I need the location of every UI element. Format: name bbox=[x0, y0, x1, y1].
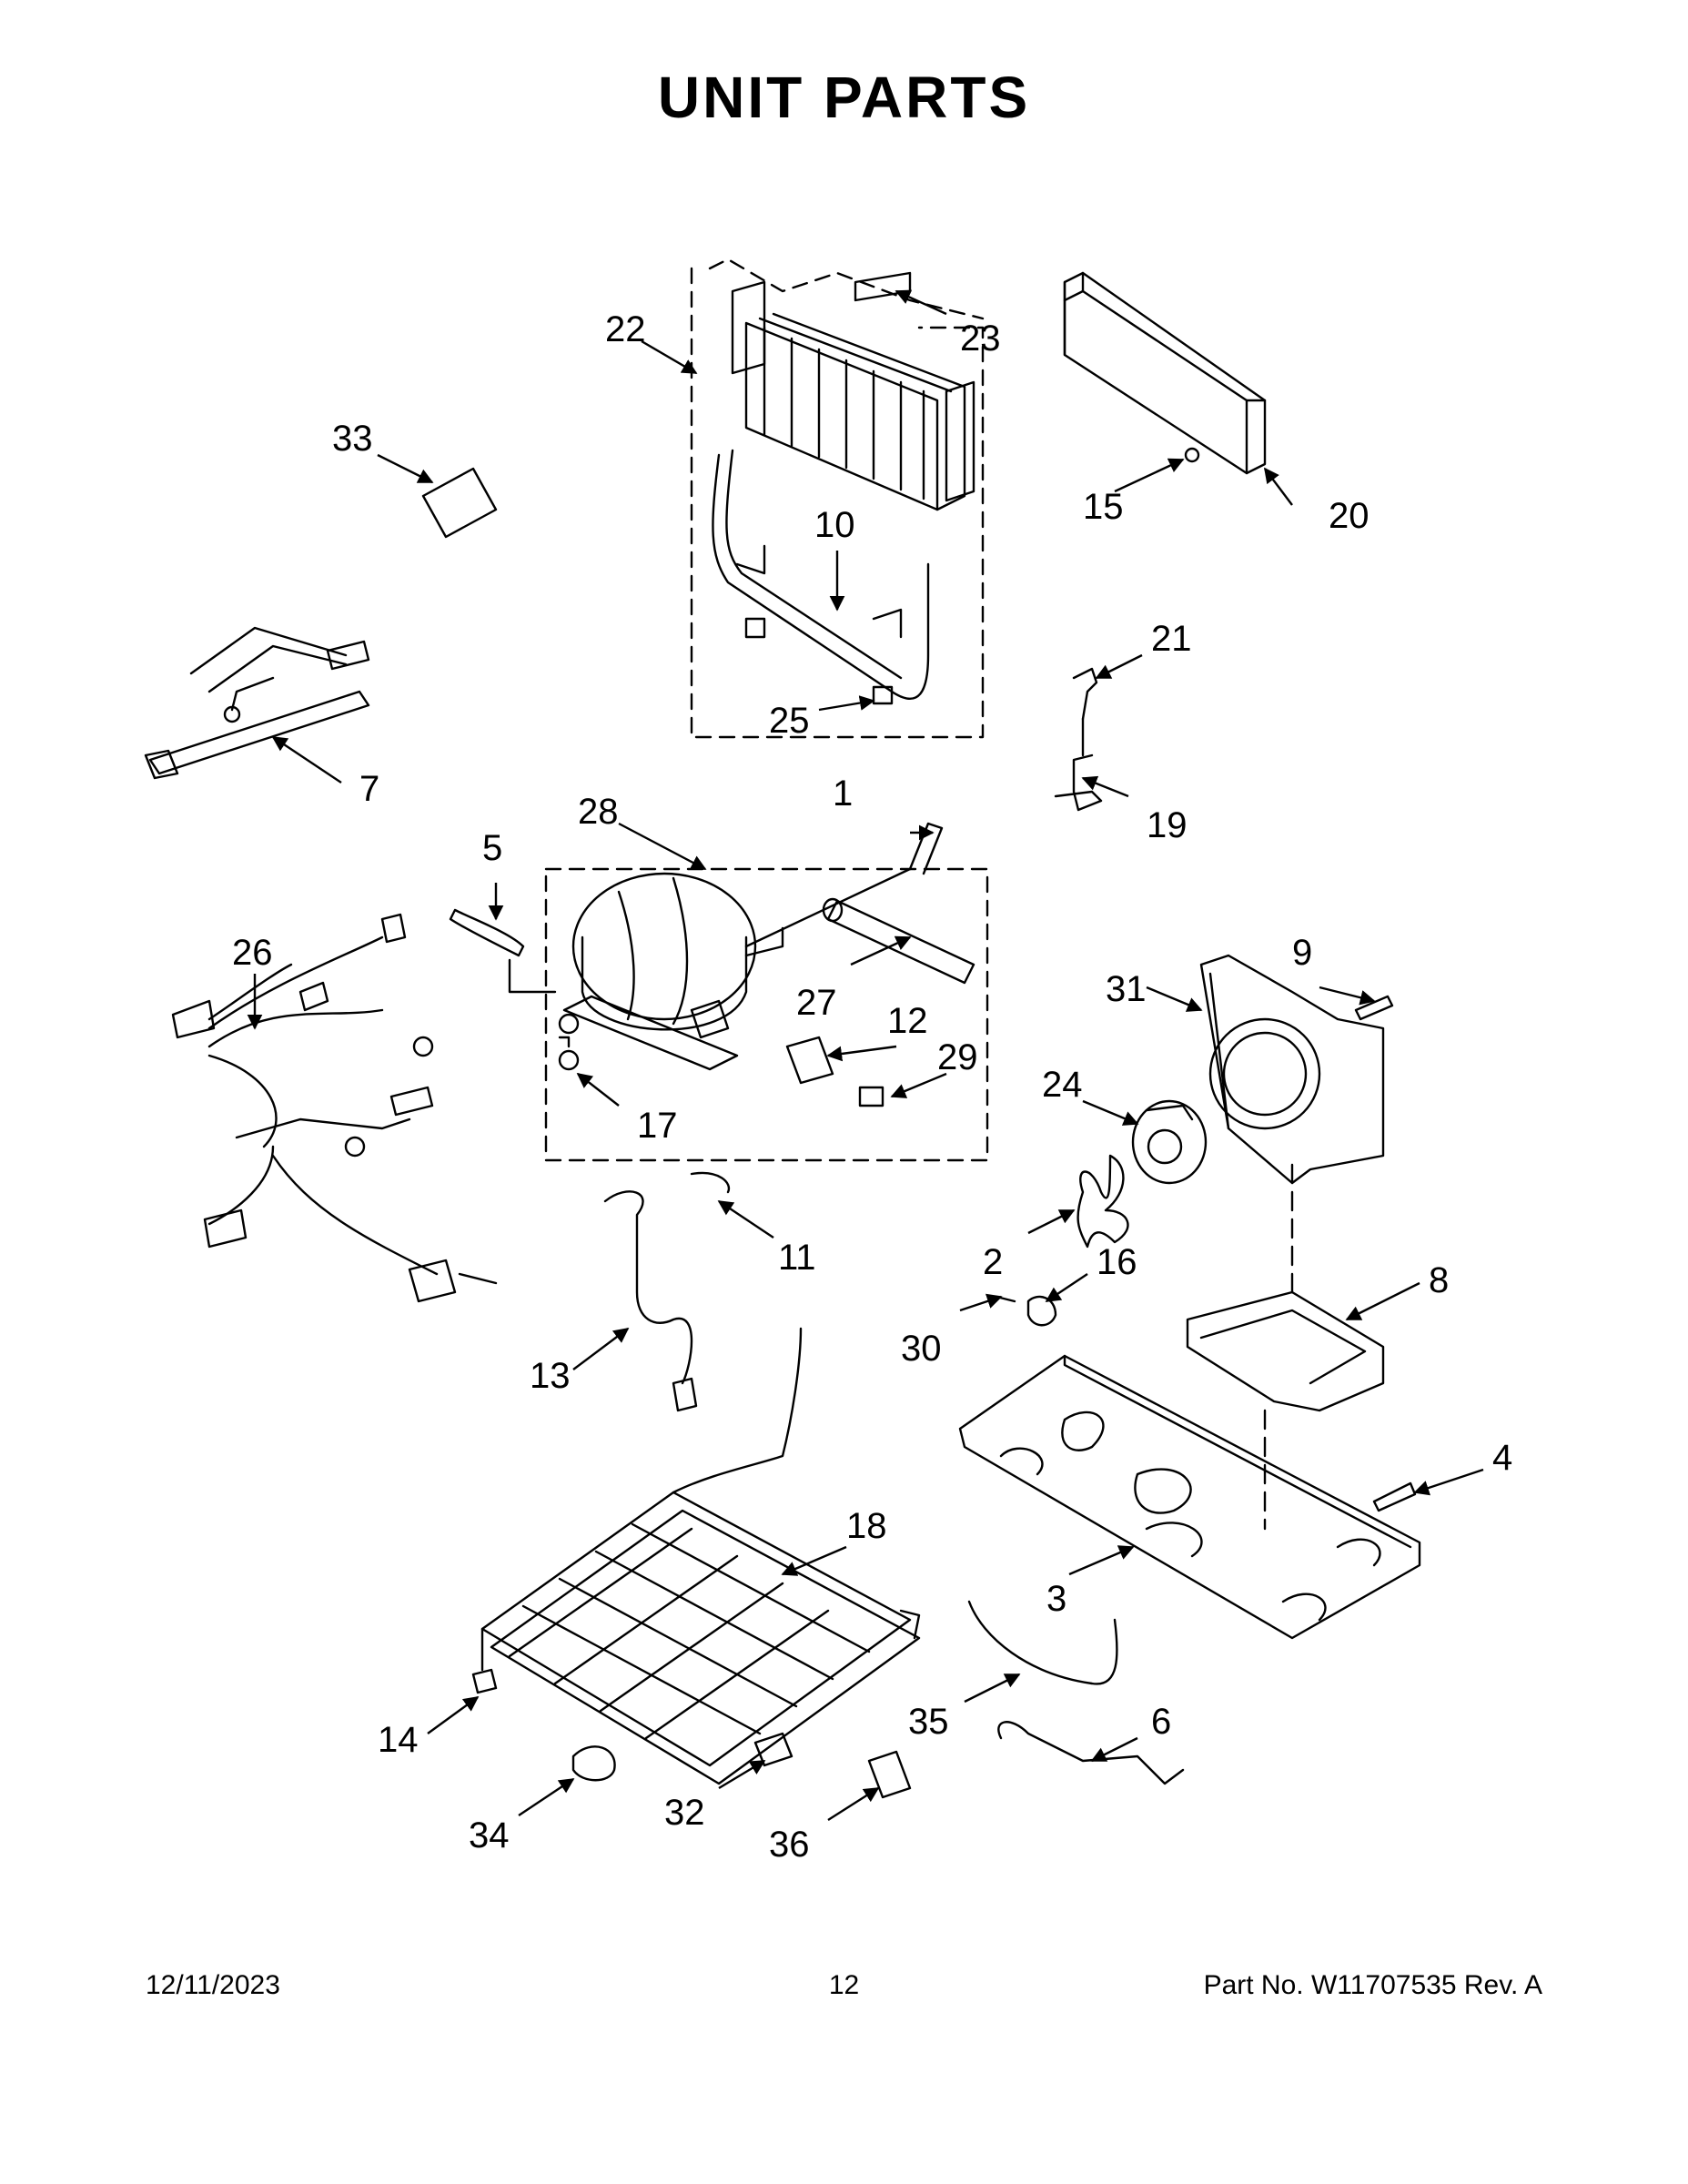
callout-17: 17 bbox=[637, 1106, 678, 1146]
callout-27: 27 bbox=[796, 983, 837, 1023]
callout-10: 10 bbox=[814, 505, 855, 545]
part-18-condenser-coil bbox=[480, 1327, 921, 1785]
part-32-sleeve bbox=[753, 1732, 793, 1767]
footer-part-number: Part No. W11707535 Rev. A bbox=[1203, 1970, 1542, 2000]
callout-20: 20 bbox=[1329, 496, 1370, 536]
part-36-tube bbox=[867, 1750, 912, 1799]
part-6-tube bbox=[997, 1721, 1185, 1785]
callout-23: 23 bbox=[960, 318, 1001, 359]
part-33-board bbox=[421, 467, 498, 539]
callout-13: 13 bbox=[530, 1356, 571, 1396]
part-16-grommet bbox=[1026, 1295, 1057, 1327]
callout-14: 14 bbox=[378, 1720, 419, 1760]
part-20-housing bbox=[1063, 271, 1267, 475]
callout-25: 25 bbox=[769, 701, 810, 741]
callout-15: 15 bbox=[1083, 487, 1124, 527]
part-8-bracket bbox=[1186, 1290, 1385, 1412]
compressor-assembly-drawing bbox=[544, 867, 989, 1162]
callout-30: 30 bbox=[901, 1329, 942, 1369]
callout-28: 28 bbox=[578, 792, 619, 832]
callout-12: 12 bbox=[887, 1001, 928, 1041]
callout-5: 5 bbox=[482, 828, 502, 868]
part-5-strap bbox=[449, 908, 525, 957]
footer-page-number: 12 bbox=[828, 1970, 860, 2000]
footer-date: 12/11/2023 bbox=[146, 1970, 280, 2000]
callout-11: 11 bbox=[778, 1238, 816, 1278]
part-13-drain-tube bbox=[603, 1190, 693, 1385]
callout-35: 35 bbox=[908, 1702, 949, 1742]
part-34-valve bbox=[571, 1745, 616, 1782]
part-7-harness bbox=[144, 626, 370, 780]
part-26-harness bbox=[171, 913, 498, 1303]
part-11-clip bbox=[690, 1171, 731, 1194]
callout-6: 6 bbox=[1151, 1702, 1171, 1742]
part-9-screw bbox=[1354, 995, 1394, 1021]
callout-36: 36 bbox=[769, 1825, 810, 1865]
part-19-bracket bbox=[1054, 753, 1103, 812]
part-35-hose bbox=[967, 1600, 1118, 1685]
callout-3: 3 bbox=[1046, 1579, 1066, 1619]
callout-4: 4 bbox=[1492, 1438, 1512, 1478]
part-21-screw bbox=[1072, 667, 1098, 721]
part-31-shroud bbox=[1199, 954, 1385, 1185]
callout-16: 16 bbox=[1097, 1242, 1137, 1282]
callout-32: 32 bbox=[664, 1793, 705, 1833]
part-15-nut bbox=[1184, 447, 1200, 463]
part-2-fan-blade bbox=[1076, 1154, 1129, 1249]
part-1-bolt bbox=[908, 822, 944, 875]
callout-24: 24 bbox=[1042, 1065, 1083, 1105]
callout-18: 18 bbox=[846, 1506, 887, 1546]
callout-leaders bbox=[247, 289, 1484, 1822]
part-23-pad bbox=[854, 271, 912, 302]
callout-2: 2 bbox=[983, 1242, 1003, 1282]
callout-31: 31 bbox=[1106, 969, 1147, 1009]
part-3-base-plate bbox=[958, 1354, 1421, 1640]
callout-labels: 1 2 3 4 5 6 7 8 9 10 11 12 13 14 15 16 1… bbox=[232, 309, 1512, 1865]
callout-34: 34 bbox=[469, 1815, 510, 1855]
part-14-clip bbox=[471, 1668, 498, 1694]
callout-9: 9 bbox=[1292, 933, 1312, 973]
callout-7: 7 bbox=[359, 769, 379, 809]
callout-1: 1 bbox=[833, 774, 853, 814]
evaporator-assembly-drawing bbox=[690, 258, 985, 739]
callout-8: 8 bbox=[1429, 1260, 1449, 1300]
callout-21: 21 bbox=[1151, 619, 1192, 659]
callout-26: 26 bbox=[232, 933, 273, 973]
callout-33: 33 bbox=[332, 419, 373, 459]
callout-19: 19 bbox=[1147, 805, 1188, 845]
page-title: UNIT PARTS bbox=[657, 65, 1031, 130]
callout-22: 22 bbox=[605, 309, 646, 349]
part-24-motor bbox=[1131, 1099, 1208, 1185]
part-4-screw bbox=[1372, 1481, 1417, 1512]
callout-29: 29 bbox=[937, 1037, 978, 1077]
